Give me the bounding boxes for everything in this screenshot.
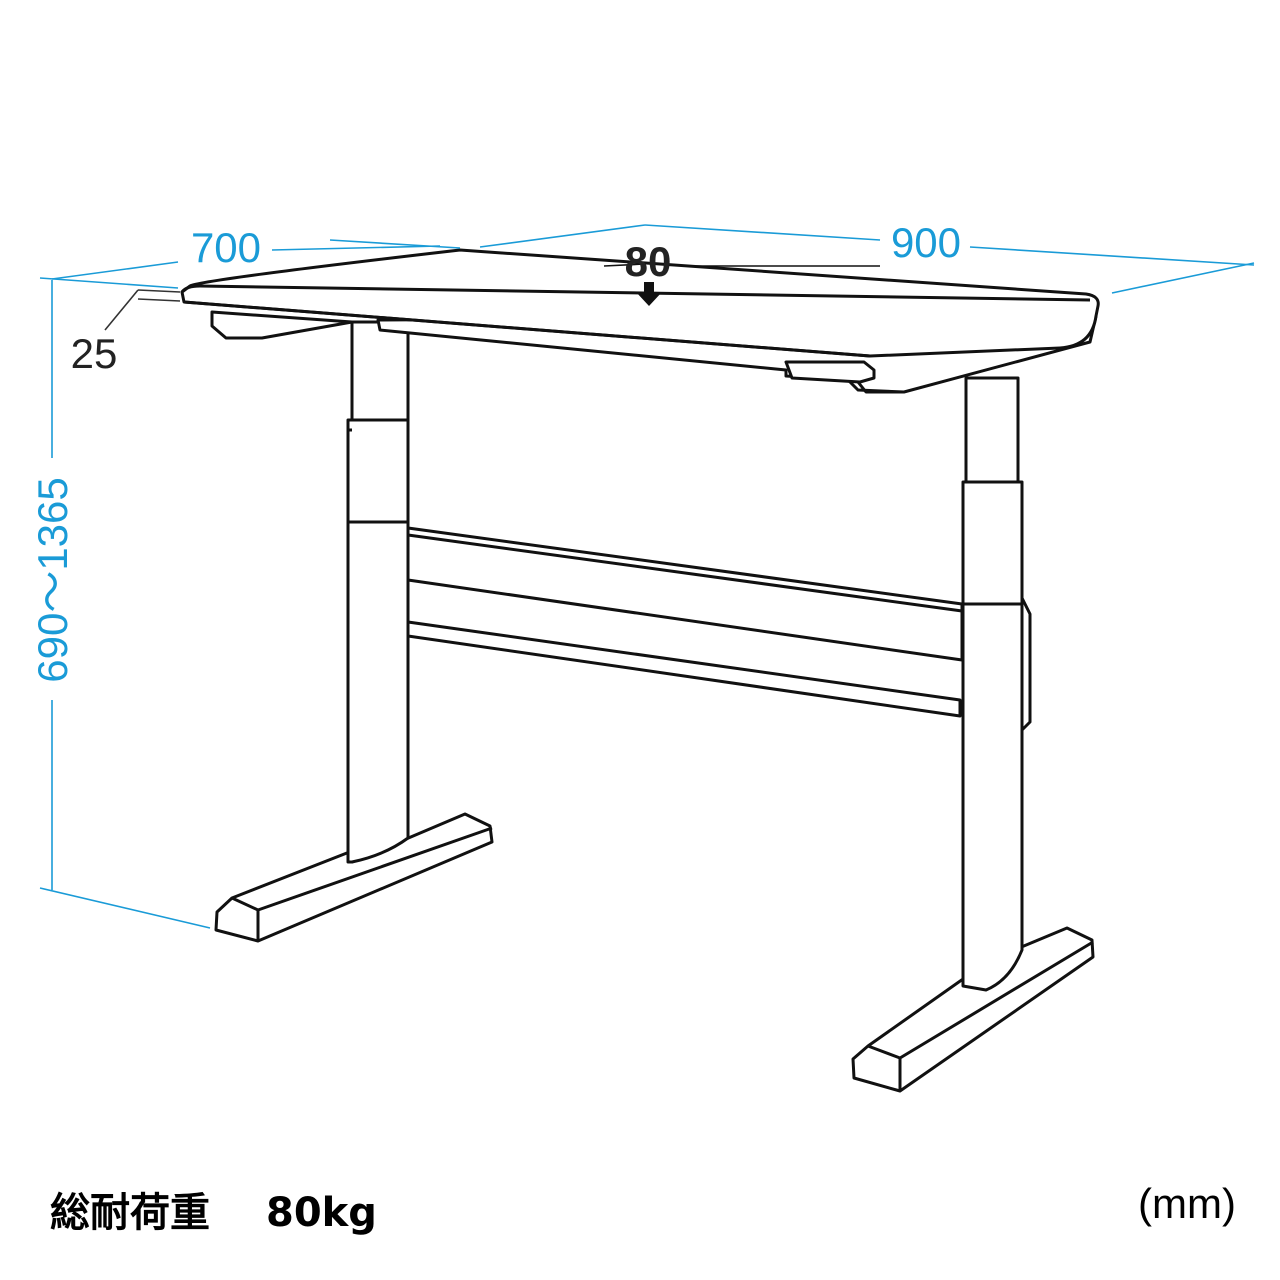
load-capacity-label: 総耐荷重 bbox=[50, 1190, 210, 1236]
desk-drawing bbox=[180, 248, 1100, 1093]
left-foot bbox=[214, 812, 494, 943]
thickness-label: 25 bbox=[71, 330, 118, 377]
desktop-top bbox=[180, 248, 1100, 358]
dimension-lines bbox=[39, 224, 1255, 929]
load-capacity-value: 80kg bbox=[266, 1190, 377, 1236]
thickness-leader bbox=[104, 289, 139, 331]
right-foot bbox=[851, 926, 1095, 1093]
height-label: 690〜1365 bbox=[29, 477, 76, 683]
depth-dim-line-left bbox=[51, 261, 179, 280]
width-dim-line-left bbox=[479, 224, 646, 248]
width-ext-right bbox=[1111, 262, 1255, 294]
height-ext-bottom bbox=[39, 887, 211, 929]
depth-ext-top bbox=[329, 239, 461, 249]
depth-label: 700 bbox=[191, 224, 261, 271]
load-capacity-caption: 総耐荷重 80kg bbox=[50, 1180, 377, 1238]
load-arrow-icon bbox=[603, 263, 880, 306]
thickness-ext-2 bbox=[137, 298, 181, 302]
unit-caption: (mm) bbox=[1138, 1180, 1236, 1227]
depth-dim-line-right bbox=[271, 245, 441, 251]
width-dim-line-mid bbox=[644, 224, 881, 241]
width-dim-line-right bbox=[969, 246, 1255, 266]
thickness-ext-1 bbox=[137, 289, 181, 293]
load-arrow-label: 80 bbox=[625, 238, 672, 285]
right-leg bbox=[961, 376, 1032, 992]
height-ext-top bbox=[39, 277, 179, 289]
left-leg bbox=[346, 320, 410, 864]
width-label: 900 bbox=[891, 219, 961, 266]
